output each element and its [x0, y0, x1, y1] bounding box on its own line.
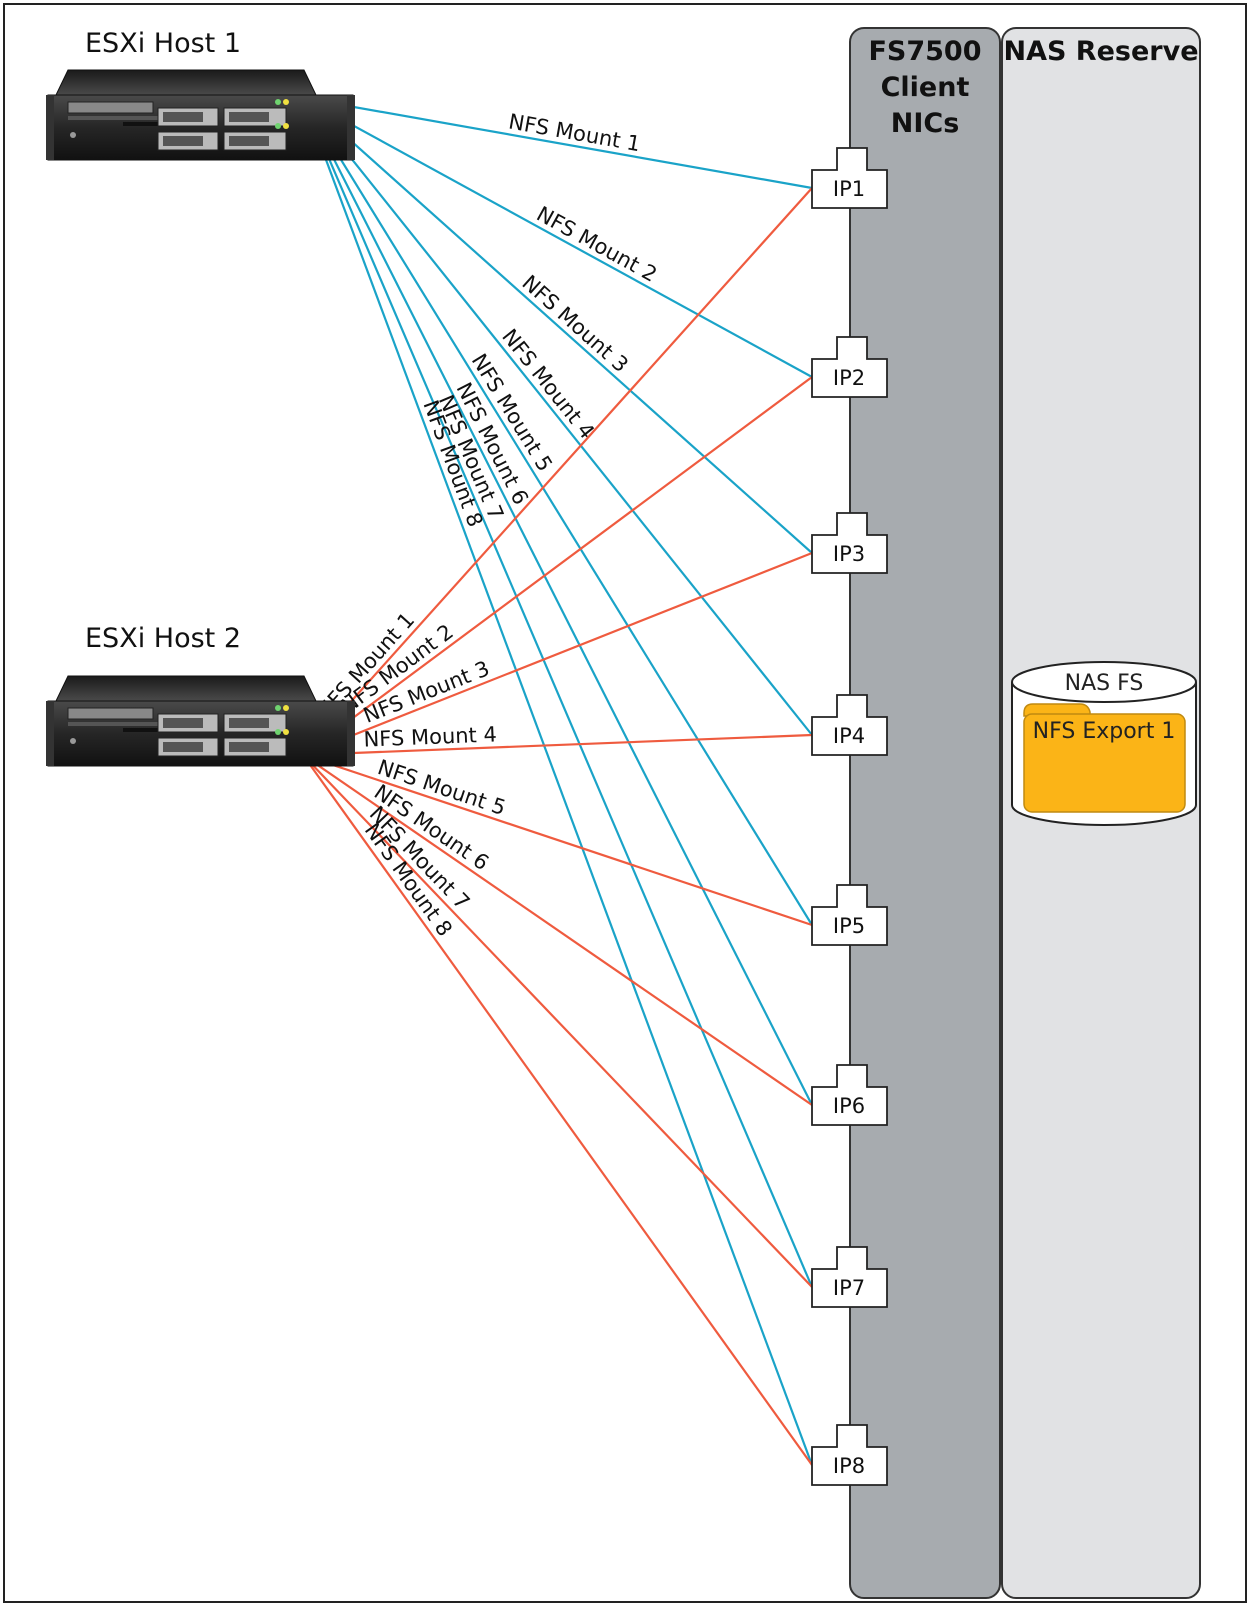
connection-line-host1-ip4	[302, 97, 813, 736]
ip-port-label: IP3	[833, 542, 865, 566]
port-shape	[811, 147, 888, 209]
diagram-frame	[3, 3, 1247, 1603]
nic-port-ip7: IP7	[811, 1246, 888, 1308]
mount-label-host1-1: NFS Mount 1	[507, 109, 642, 156]
connection-line-host2-ip7	[302, 754, 813, 1288]
ip-port-label: IP6	[833, 1094, 865, 1118]
connection-line-host1-ip7	[301, 97, 814, 1288]
client-nics-title-line-3: NICs	[891, 108, 960, 139]
folder-icon	[1023, 703, 1186, 813]
connection-line-host1-ip3	[302, 97, 813, 554]
nic-port-ip8: IP8	[811, 1424, 888, 1486]
connection-line-host1-ip2	[302, 97, 813, 378]
server-icon	[46, 69, 355, 161]
port-shape	[811, 694, 888, 756]
connection-line-host1-ip8	[301, 97, 814, 1466]
nic-port-ip1: IP1	[811, 147, 888, 209]
connection-line-host2-ip4	[302, 733, 813, 757]
connection-line-host2-ip8	[302, 754, 813, 1466]
ip-port-label: IP7	[833, 1276, 865, 1300]
nic-port-ip5: IP5	[811, 884, 888, 946]
ip-port-label: IP2	[833, 366, 865, 390]
nic-port-ip4: IP4	[811, 694, 888, 756]
client-nics-panel	[849, 27, 1001, 1599]
client-nics-title-line-2: Client	[881, 72, 970, 103]
connection-line-host2-ip3	[302, 551, 813, 757]
connection-line-host1-ip6	[302, 97, 813, 1106]
port-shape	[811, 1424, 888, 1486]
nic-port-ip2: IP2	[811, 336, 888, 398]
ip-port-label: IP5	[833, 914, 865, 938]
connection-line-host2-ip1	[302, 187, 813, 756]
connection-line-host2-ip6	[302, 754, 813, 1106]
connection-line-host1-ip5	[302, 97, 813, 926]
server-icon	[46, 675, 355, 767]
ip-port-label: IP8	[833, 1454, 865, 1478]
connection-line-host2-ip2	[302, 376, 813, 756]
mount-label-host1-2: NFS Mount 2	[533, 202, 661, 287]
port-shape	[811, 1064, 888, 1126]
ip-port-label: IP4	[833, 724, 865, 748]
port-shape	[811, 336, 888, 398]
nfs-export-label: NFS Export 1	[1033, 719, 1176, 744]
host-1-label: ESXi Host 1	[85, 28, 241, 59]
mount-label-host2-4: NFS Mount 4	[363, 722, 497, 751]
port-shape	[811, 512, 888, 574]
port-shape	[811, 1246, 888, 1308]
host-2-label: ESXi Host 2	[85, 623, 241, 654]
nic-port-ip3: IP3	[811, 512, 888, 574]
nas-fs-label: NAS FS	[1065, 671, 1144, 696]
ip-port-label: IP1	[833, 177, 865, 201]
connection-line-host1-ip1	[302, 96, 813, 190]
connection-line-host2-ip5	[302, 753, 813, 927]
client-nics-title-line-1: FS7500	[868, 36, 981, 67]
nas-reserve-title: NAS Reserve	[1003, 36, 1198, 67]
nic-port-ip6: IP6	[811, 1064, 888, 1126]
port-shape	[811, 884, 888, 946]
